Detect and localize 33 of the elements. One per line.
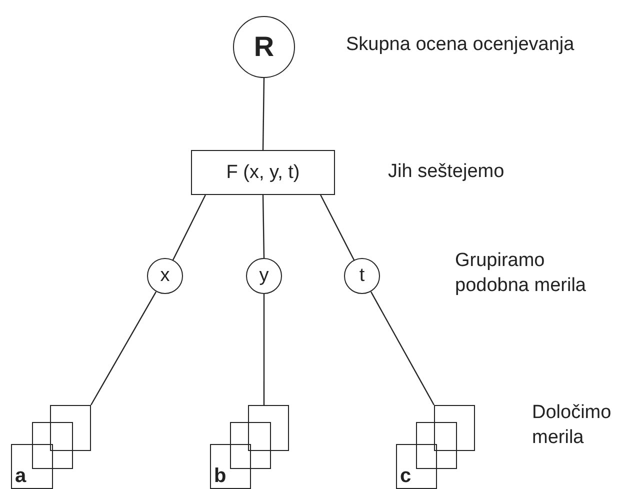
- group-circle: [344, 258, 380, 294]
- connector-line: [262, 194, 265, 258]
- node-label: x: [160, 265, 170, 287]
- root-circle: [233, 16, 295, 78]
- group-circle: [246, 258, 282, 294]
- group-circle: [147, 258, 183, 294]
- level-description: Grupiramo podobna merila: [455, 249, 587, 298]
- sheet-box: [50, 405, 91, 451]
- connector-line: [262, 78, 265, 150]
- connector-line: [172, 194, 206, 260]
- function-box: [191, 150, 335, 195]
- sheet-box: [248, 405, 289, 451]
- node-label: y: [259, 265, 269, 287]
- connector-line: [320, 194, 355, 260]
- level-description: Skupna ocena ocenjevanja: [346, 33, 576, 57]
- sheet-box: [396, 444, 437, 489]
- node-label: F (x, y, t): [226, 162, 300, 184]
- sheet-box: [11, 444, 53, 489]
- sheet-box: [434, 405, 475, 451]
- sheet-box: [416, 422, 457, 469]
- connector-line: [263, 294, 265, 405]
- sheet-letter: b: [214, 465, 226, 488]
- level-description: Določimo merila: [532, 401, 612, 450]
- sheet-box: [32, 422, 73, 469]
- level-description: Jih seštejemo: [388, 160, 506, 184]
- node-label: t: [359, 265, 365, 287]
- node-label: R: [254, 31, 274, 63]
- connector-line: [90, 292, 157, 406]
- sheet-box: [210, 444, 251, 489]
- sheet-letter: c: [400, 465, 412, 488]
- sheet-letter: a: [15, 465, 26, 488]
- connector-line: [370, 292, 435, 406]
- sheet-box: [230, 422, 271, 469]
